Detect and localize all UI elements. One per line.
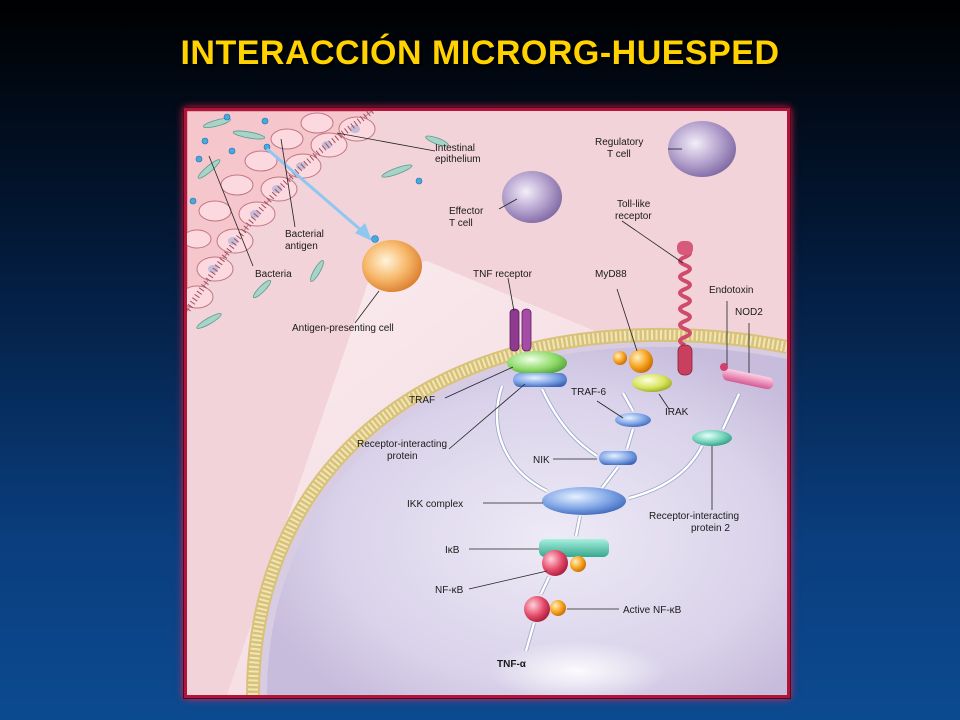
traf-protein [507, 351, 567, 375]
label-receptor-interacting-protein-2: protein [387, 451, 418, 462]
antigen-presenting-cell [362, 240, 422, 292]
toll-like-receptor [677, 241, 693, 376]
label-tnf-alpha: TNF-α [497, 659, 527, 670]
label-myd88: MyD88 [595, 269, 627, 280]
nfkb-bound-subunit [570, 556, 586, 572]
active-nfkb-subunit [550, 600, 566, 616]
label-regulatory-t-cell-1: Regulatory [595, 137, 643, 148]
label-traf: TRAF [409, 395, 435, 406]
diagram-labels: Intestinal epithelium Regulatory T cell … [255, 137, 763, 670]
antigen-arrow-head [355, 223, 372, 241]
intestinal-epithelium [187, 111, 376, 313]
label-intestinal-epithelium-1: Intestinal [435, 143, 475, 154]
label-ikk-complex: IKK complex [407, 499, 463, 510]
ikk-complex [542, 487, 626, 515]
nod2-protein [722, 368, 774, 390]
endotoxin-molecule [720, 363, 728, 371]
regulatory-t-cell [668, 121, 736, 177]
bacteria-group [189, 113, 449, 329]
label-irak: IRAK [665, 407, 689, 418]
label-effector-t-cell-2: T cell [449, 218, 473, 229]
cell-membrane [246, 327, 787, 695]
label-nfkb: NF-κB [435, 585, 464, 596]
antigen-path-arrow [266, 147, 363, 233]
label-toll-like-receptor-2: receptor [615, 211, 652, 222]
effector-t-cell [502, 171, 562, 223]
label-effector-t-cell-1: Effector [449, 206, 484, 217]
receptor-interacting-protein [513, 373, 567, 387]
label-toll-like-receptor-1: Toll-like [617, 199, 651, 210]
leader-lines [208, 132, 750, 610]
label-bacterial-antigen-2: antigen [285, 241, 318, 252]
label-ikb: IκB [445, 545, 460, 556]
label-intestinal-epithelium-2: epithelium [435, 154, 481, 165]
diagram-canvas: Intestinal epithelium Regulatory T cell … [187, 111, 787, 695]
label-receptor-interacting-protein-1: Receptor-interacting [357, 439, 447, 450]
active-nfkb [524, 596, 550, 622]
signaling-diagram: Intestinal epithelium Regulatory T cell … [184, 108, 790, 698]
traf6-protein [615, 413, 651, 427]
myd88-protein [629, 349, 653, 373]
tnf-receptor [509, 308, 532, 352]
label-traf6: TRAF-6 [571, 387, 606, 398]
label-tnf-receptor: TNF receptor [473, 269, 533, 280]
label-bacterial-antigen-1: Bacterial [285, 229, 324, 240]
label-endotoxin: Endotoxin [709, 285, 753, 296]
label-antigen-presenting-cell: Antigen-presenting cell [292, 323, 394, 334]
irak-protein [632, 374, 672, 392]
label-nod2: NOD2 [735, 307, 763, 318]
label-receptor-interacting-protein2-1: Receptor-interacting [649, 511, 739, 522]
label-regulatory-t-cell-2: T cell [607, 149, 631, 160]
nfkb-bound [542, 550, 568, 576]
signaling-arrows [495, 385, 741, 652]
label-active-nfkb: Active NF-κB [623, 605, 682, 616]
label-bacteria: Bacteria [255, 269, 292, 280]
slide-title: INTERACCIÓN MICRORG-HUESPED [180, 34, 780, 72]
label-nik: NIK [533, 455, 550, 466]
nik-protein [599, 451, 637, 465]
myd88-adaptor [613, 351, 627, 365]
receptor-interacting-protein-2 [692, 430, 732, 446]
label-receptor-interacting-protein2-2: protein 2 [691, 523, 730, 534]
